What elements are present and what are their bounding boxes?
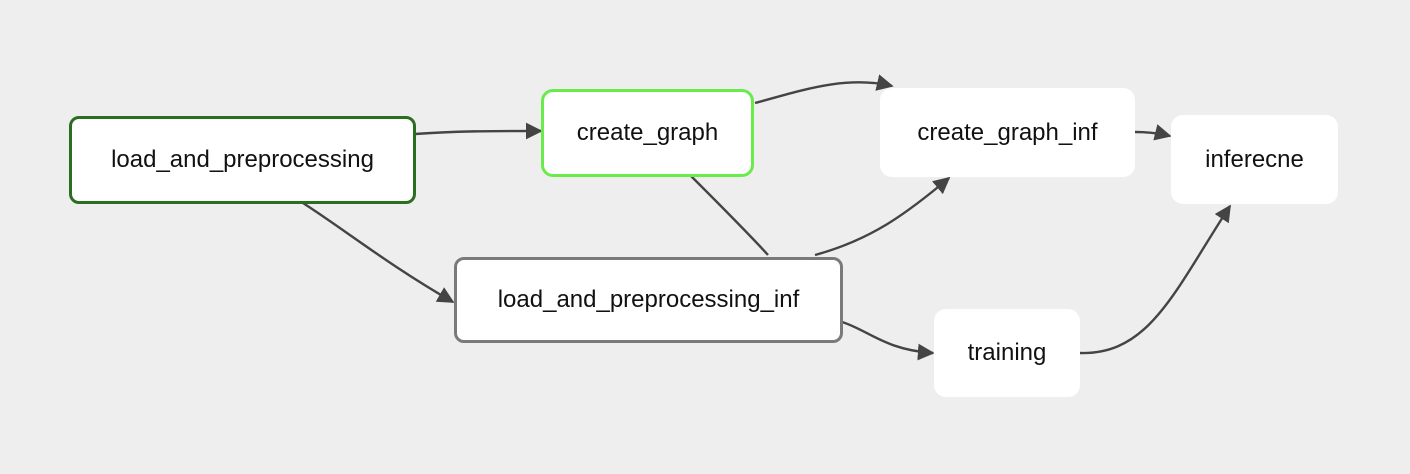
edge-load_and_preprocessing-create_graph — [414, 122, 543, 140]
task-label-load_and_preprocessing: load_and_preprocessing — [111, 146, 374, 173]
edge-create_graph-training — [689, 174, 769, 256]
task-node-load_and_preprocessing[interactable]: load_and_preprocessing — [69, 116, 416, 204]
task-label-load_and_preprocessing_inf: load_and_preprocessing_inf — [497, 286, 800, 313]
edge-load_and_preprocessing-load_and_preprocessing_inf — [302, 201, 455, 304]
task-label-inferecne: inferecne — [1205, 145, 1304, 173]
task-label-training: training — [967, 339, 1047, 366]
task-label-create_graph_inf: create_graph_inf — [917, 118, 1098, 146]
task-node-create_graph_inf[interactable]: create_graph_inf — [880, 88, 1135, 177]
task-node-training[interactable]: training — [934, 309, 1080, 397]
edge-load_and_preprocessing_inf-create_graph_inf — [814, 176, 951, 257]
task-label-create_graph: create_graph — [576, 119, 719, 146]
task-node-create_graph[interactable]: create_graph — [541, 89, 754, 177]
task-node-inferecne[interactable]: inferecne — [1171, 115, 1338, 204]
edge-load_and_preprocessing_inf-training — [841, 320, 935, 361]
edge-training-inferecne — [1079, 204, 1232, 355]
task-node-load_and_preprocessing_inf[interactable]: load_and_preprocessing_inf — [454, 257, 843, 343]
edge-create_graph-create_graph_inf — [754, 74, 894, 105]
edge-create_graph_inf-inferecne — [1134, 124, 1172, 141]
